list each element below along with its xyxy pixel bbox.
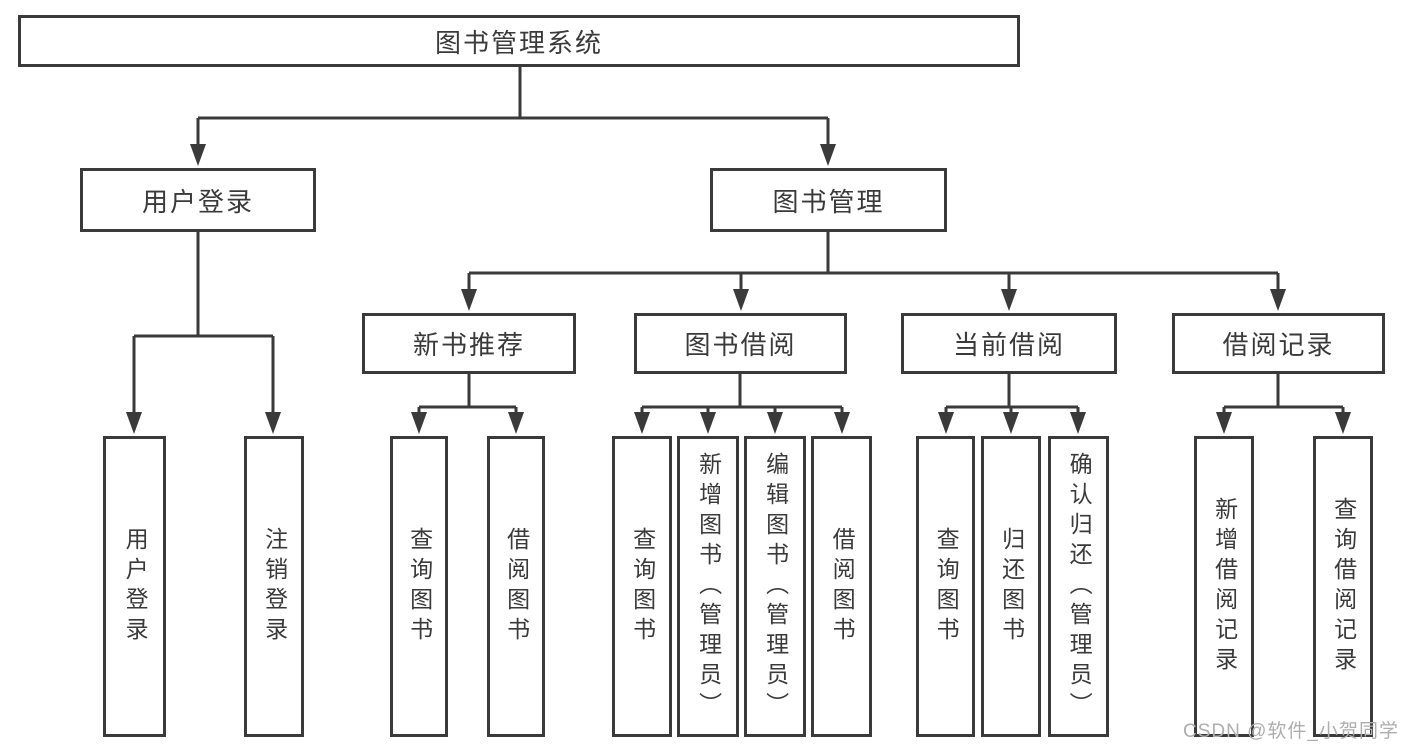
leaf-label: 确认归还（管理员） bbox=[1066, 451, 1093, 722]
leaf-add-books-admin: 新增图书（管理员） bbox=[677, 436, 739, 737]
connector-records-to-leaves bbox=[1222, 374, 1345, 412]
arrowhead-icon bbox=[126, 412, 142, 434]
arrowhead-icon bbox=[461, 289, 477, 311]
csdn-watermark: CSDN @软件_小贺同学 bbox=[1183, 721, 1399, 742]
leaf-label: 编辑图书（管理员） bbox=[762, 451, 789, 722]
arrowhead-icon bbox=[411, 412, 427, 434]
leaf-label: 查询图书 bbox=[629, 526, 656, 647]
node-label: 图书管理系统 bbox=[434, 27, 603, 58]
arrowhead-icon bbox=[1270, 289, 1286, 311]
node-label: 新书推荐 bbox=[412, 330, 525, 360]
arrowhead-icon bbox=[1001, 289, 1017, 311]
node-label: 用户登录 bbox=[141, 186, 254, 217]
leaf-label: 新增图书（管理员） bbox=[695, 451, 722, 722]
node-label: 借阅记录 bbox=[1222, 330, 1335, 360]
arrowhead-icon bbox=[1003, 412, 1019, 434]
node-label: 图书借阅 bbox=[684, 330, 797, 360]
connector-root-to-level2 bbox=[196, 67, 830, 144]
connector-user-login-to-leaves bbox=[132, 232, 275, 412]
node-user-login: 用户登录 bbox=[80, 168, 316, 232]
leaf-return-books: 归还图书 bbox=[981, 436, 1041, 737]
leaf-label: 归还图书 bbox=[998, 526, 1025, 647]
leaf-label: 新增借阅记录 bbox=[1211, 496, 1238, 677]
connector-new-book-to-leaves bbox=[417, 374, 518, 412]
leaf-add-borrow-record: 新增借阅记录 bbox=[1194, 436, 1254, 737]
node-borrowing-records: 借阅记录 bbox=[1172, 313, 1385, 374]
leaf-query-borrow-record: 查询借阅记录 bbox=[1313, 436, 1373, 737]
arrowhead-icon bbox=[700, 412, 716, 434]
arrowhead-icon bbox=[265, 412, 281, 434]
arrowhead-icon bbox=[508, 412, 524, 434]
leaf-query-books-recommend: 查询图书 bbox=[390, 436, 448, 737]
node-label: 当前借阅 bbox=[952, 330, 1065, 360]
leaf-edit-books-admin: 编辑图书（管理员） bbox=[744, 436, 806, 737]
arrowhead-icon bbox=[634, 412, 650, 434]
leaf-label: 借阅图书 bbox=[503, 526, 530, 647]
arrowhead-icon bbox=[938, 412, 954, 434]
arrowhead-icon bbox=[1335, 412, 1351, 434]
arrowhead-icon bbox=[733, 289, 749, 311]
leaf-label: 用户登录 bbox=[122, 526, 149, 647]
leaf-query-books-borrowing: 查询图书 bbox=[612, 436, 672, 737]
node-current-borrowing: 当前借阅 bbox=[901, 313, 1117, 374]
leaf-logout-login: 注销登录 bbox=[244, 436, 304, 737]
node-new-book-recommendation: 新书推荐 bbox=[362, 313, 576, 374]
leaf-label: 查询借阅记录 bbox=[1330, 496, 1357, 677]
node-book-management: 图书管理 bbox=[710, 168, 947, 232]
arrowhead-icon bbox=[1070, 412, 1086, 434]
leaf-label: 借阅图书 bbox=[829, 526, 856, 647]
leaf-label: 查询图书 bbox=[406, 526, 433, 647]
connector-borrowing-to-leaves bbox=[640, 374, 844, 412]
connector-current-to-leaves bbox=[944, 374, 1080, 412]
leaf-label: 查询图书 bbox=[933, 526, 960, 647]
arrowhead-icon bbox=[767, 412, 783, 434]
leaf-query-books-current: 查询图书 bbox=[916, 436, 975, 737]
connector-book-mgmt-to-level3 bbox=[467, 232, 1280, 289]
arrowhead-icon bbox=[820, 144, 836, 166]
arrowhead-icon bbox=[834, 412, 850, 434]
leaf-label: 注销登录 bbox=[261, 526, 288, 647]
arrowhead-icon bbox=[1216, 412, 1232, 434]
leaf-confirm-return-admin: 确认归还（管理员） bbox=[1048, 436, 1109, 737]
leaf-borrow-books-borrowing: 借阅图书 bbox=[811, 436, 872, 737]
node-label: 图书管理 bbox=[772, 186, 885, 217]
node-book-management-system: 图书管理系统 bbox=[18, 15, 1020, 67]
arrowhead-icon bbox=[190, 144, 206, 166]
leaf-user-login: 用户登录 bbox=[103, 436, 166, 737]
node-book-borrowing: 图书借阅 bbox=[634, 313, 847, 374]
leaf-borrow-books-recommend: 借阅图书 bbox=[487, 436, 545, 737]
